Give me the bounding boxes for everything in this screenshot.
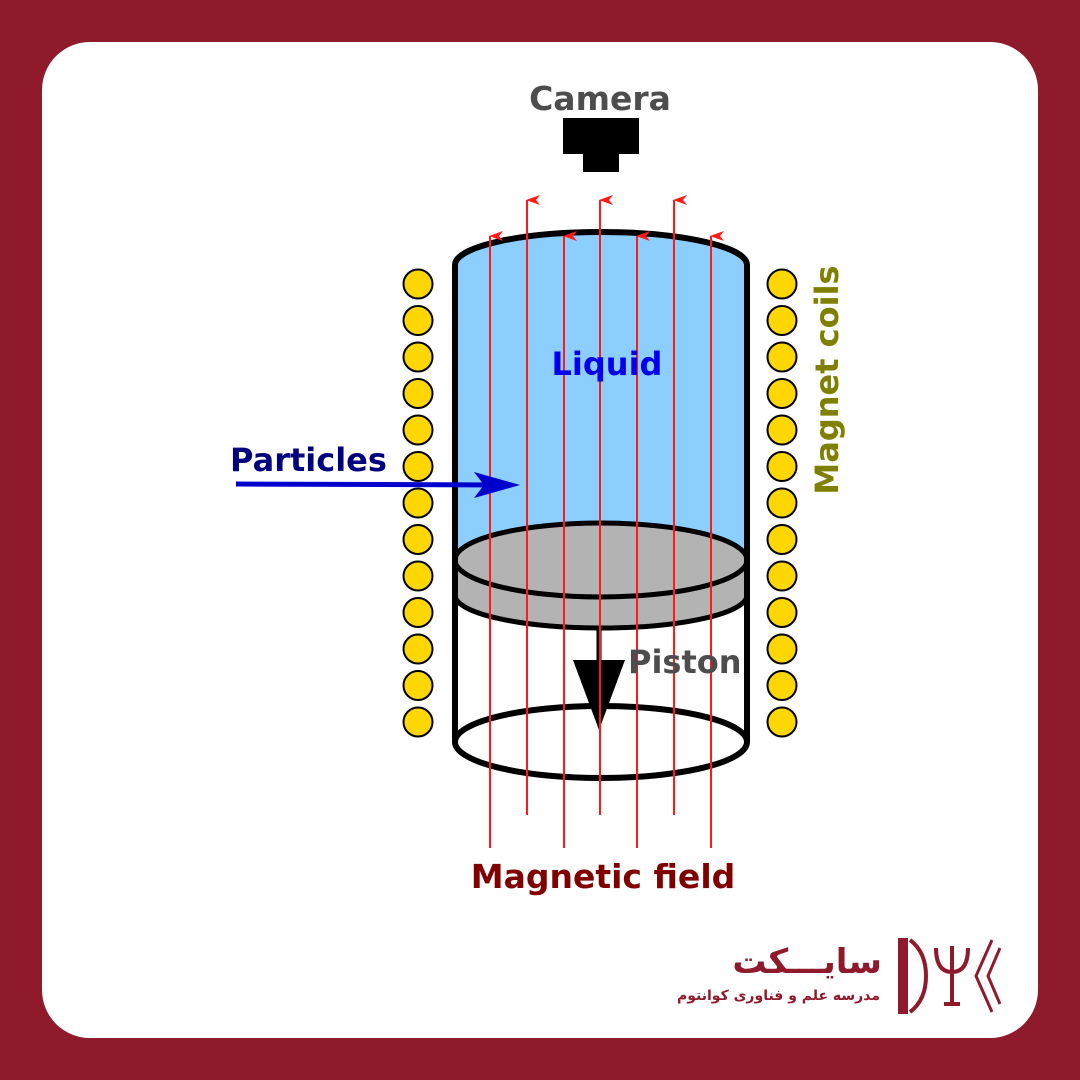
liquid-label: Liquid — [552, 345, 663, 383]
coil-right-3 — [766, 341, 798, 373]
camera-icon — [563, 118, 639, 172]
coil-left-11 — [402, 633, 434, 665]
coil-left-8 — [402, 524, 434, 555]
coil-left-6 — [402, 451, 434, 482]
coil-left-10 — [402, 597, 434, 628]
psi-book-logo — [898, 938, 1002, 1014]
coil-right-6 — [766, 451, 798, 482]
coil-left-2 — [402, 305, 434, 336]
magnetic-field-lines — [489, 195, 724, 848]
brand-tagline: مدرسه علم و فناوری کوانتوم — [677, 988, 880, 1004]
magnet-coils-label: Magnet coils — [808, 265, 846, 494]
piston-label: Piston — [628, 643, 742, 681]
coil-right-5 — [766, 414, 798, 446]
coil-right-2 — [766, 305, 798, 336]
coil-left-12 — [402, 670, 434, 701]
magnet-coils-left — [402, 268, 434, 738]
coil-left-5 — [402, 414, 434, 446]
coil-left-9 — [402, 560, 434, 592]
coil-right-4 — [766, 378, 798, 409]
coil-right-8 — [766, 524, 798, 555]
coil-right-13 — [766, 706, 798, 738]
coil-right-12 — [766, 670, 798, 701]
particles-label: Particles — [230, 441, 387, 479]
coil-left-1 — [402, 268, 434, 300]
coil-left-13 — [402, 706, 434, 738]
coil-right-7 — [766, 487, 798, 519]
coil-left-3 — [402, 341, 434, 373]
coil-left-4 — [402, 378, 434, 409]
camera-label: Camera — [529, 79, 671, 118]
magnet-coils-right — [766, 268, 798, 738]
coil-right-9 — [766, 560, 798, 592]
brand-name: سایـــکت — [732, 942, 882, 982]
coil-right-10 — [766, 597, 798, 628]
coil-left-7 — [402, 487, 434, 519]
particles-arrow-icon — [235, 472, 520, 498]
coil-right-1 — [766, 268, 798, 300]
coil-right-11 — [766, 633, 798, 665]
magnetic-field-label: Magnetic field — [471, 857, 736, 896]
